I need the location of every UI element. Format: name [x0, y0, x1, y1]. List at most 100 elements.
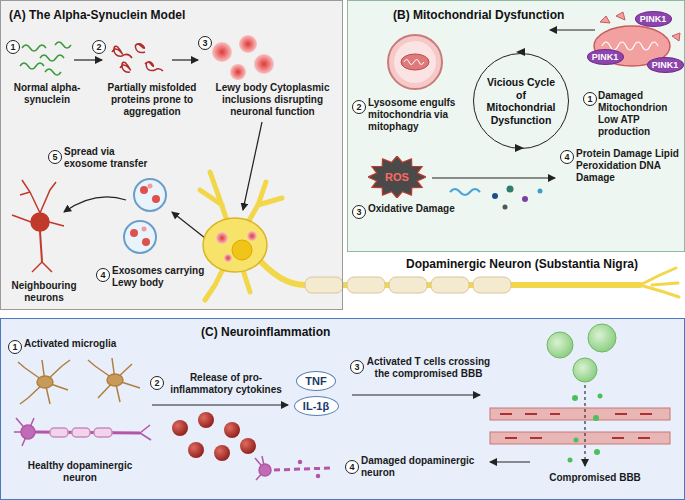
protein-tag: PINK1: [635, 11, 672, 27]
structure-label: Dopaminergic Neuron (Substantia Nigra): [372, 257, 672, 272]
panel-grounds-part: [0, 318, 685, 500]
step-label: Spread via exosome transfer: [64, 146, 154, 170]
healthy-neuron-part: [50, 428, 68, 437]
inflammation-arrows-part: [152, 404, 288, 405]
cycle-arrows-part: [515, 144, 524, 152]
exosomes-part: [142, 227, 147, 232]
damage-arrow-part: [492, 193, 498, 199]
cytokines-part: [214, 445, 230, 461]
misfolded-proteins: [112, 44, 163, 72]
blood-brain-barrier-part: [594, 449, 600, 455]
blood-brain-barrier-part: [584, 385, 585, 466]
lysosome-part: [401, 54, 429, 70]
node-title: (B) Mitochondrial Dysfunction: [393, 8, 564, 23]
node-title: PINK1: [592, 52, 619, 63]
normal-synuclein-part: [20, 63, 44, 69]
step-arrows-part: [74, 59, 102, 60]
exosomes-part: [140, 186, 148, 194]
damaged-mitochondrion-part: [616, 12, 625, 20]
dopaminergic-neuron-part-part: [640, 285, 679, 297]
step-label: Damaged dopaminergic neuron: [361, 455, 479, 479]
cytokines-part: [188, 442, 204, 458]
blood-brain-barrier-part: [572, 395, 578, 401]
dopaminergic-neuron-part: [473, 277, 511, 293]
t-cells-part: [588, 324, 616, 352]
normal-synuclein: [20, 42, 71, 75]
damaged-mitochondrion-part: [600, 16, 610, 23]
exosomes-part: [152, 195, 160, 203]
neighbour-neuron-part: [42, 262, 52, 272]
dopaminergic-neuron-part: [216, 232, 228, 244]
lewy-bodies-part: [254, 54, 274, 74]
dopaminergic-neuron: [200, 172, 679, 300]
dopaminergic-neuron-part: [200, 172, 679, 300]
cytokine-ellipse: TNF: [296, 371, 336, 391]
callout-number: 3: [198, 36, 212, 50]
misfolded-proteins-part: [135, 44, 145, 53]
neighbour-neuron-part: [40, 182, 56, 213]
callout-number: 4: [560, 150, 574, 164]
callout-number: 3: [350, 360, 364, 374]
exosomes: [124, 179, 166, 253]
healthy-neuron-part: [94, 428, 112, 437]
step-arrows-part: [172, 59, 198, 60]
neighbour-neuron-part: [22, 180, 40, 213]
misfolded-proteins-part: [120, 62, 130, 72]
blood-brain-barrier-part: [574, 438, 579, 443]
exosomes-part: [124, 221, 156, 253]
step-label: Activated T cells crossing the compromis…: [366, 356, 491, 380]
node-title: Vicious Cycle of Mitochondrial Dysfuncti…: [481, 76, 561, 126]
blood-brain-barrier-part: [593, 415, 599, 421]
callout-number: 3: [352, 205, 366, 219]
healthy-neuron-part: [140, 425, 151, 440]
microglia-part: [88, 358, 140, 402]
node-title: ROS: [385, 171, 409, 184]
step-label: Healthy dopaminergic neuron: [10, 460, 150, 484]
dopaminergic-neuron-part: [347, 277, 385, 293]
node-title: PINK1: [652, 60, 679, 71]
lewy-bodies: [212, 35, 274, 80]
cytokines-part: [224, 422, 240, 438]
misfolded-proteins-part: [112, 46, 132, 58]
exosomes-part: [130, 229, 138, 237]
cycle-circle: Vicious Cycle of Mitochondrial Dysfuncti…: [473, 53, 569, 149]
neighbour-neuron-part: [12, 215, 31, 222]
cycle-arrows-part: [550, 29, 595, 30]
microglia-part: [25, 360, 68, 404]
dopaminergic-neuron-part: [203, 218, 267, 272]
cytokines: [172, 412, 256, 461]
blood-brain-barrier-part: [500, 414, 652, 438]
healthy-neuron-part: [21, 425, 35, 439]
exosomes-part: [148, 184, 153, 189]
inflammation-arrows-part: [490, 461, 530, 462]
damaged-neuron-part: [317, 475, 320, 478]
node-title: PINK1: [640, 14, 667, 25]
damaged-neuron-part: [274, 468, 332, 470]
damage-arrow-part: [503, 205, 508, 210]
t-cells-part: [547, 332, 573, 358]
healthy-neuron: [14, 418, 151, 446]
misfolded-proteins-part: [145, 62, 163, 71]
neighbour-neuron-part: [40, 231, 42, 262]
panel-grounds-part: [0, 0, 343, 310]
microglia-part: [37, 376, 53, 388]
inflammation-arrows: [152, 395, 530, 462]
callout-number: 4: [345, 460, 359, 474]
exosomes-part: [134, 179, 166, 211]
step-label: Damaged Mitochondrion Low ATP production: [598, 90, 682, 138]
step-label: Neighbouring neurons: [4, 280, 84, 304]
step-label: Lewy body Cytoplasmic inclusions disrupt…: [205, 82, 340, 118]
damage-arrow-part: [450, 189, 480, 195]
callout-number: 2: [150, 376, 164, 390]
t-cells: [547, 324, 616, 382]
neighbour-neuron-part: [20, 192, 30, 195]
normal-synuclein-part: [55, 42, 71, 48]
microglia-part: [18, 360, 70, 404]
protein-tag: PINK1: [587, 49, 624, 65]
callout-number: 5: [48, 150, 62, 164]
damaged-neuron: [255, 456, 332, 480]
dopaminergic-neuron-part-part: [258, 198, 282, 205]
normal-synuclein-part: [22, 45, 46, 51]
callout-number: 1: [583, 92, 597, 106]
